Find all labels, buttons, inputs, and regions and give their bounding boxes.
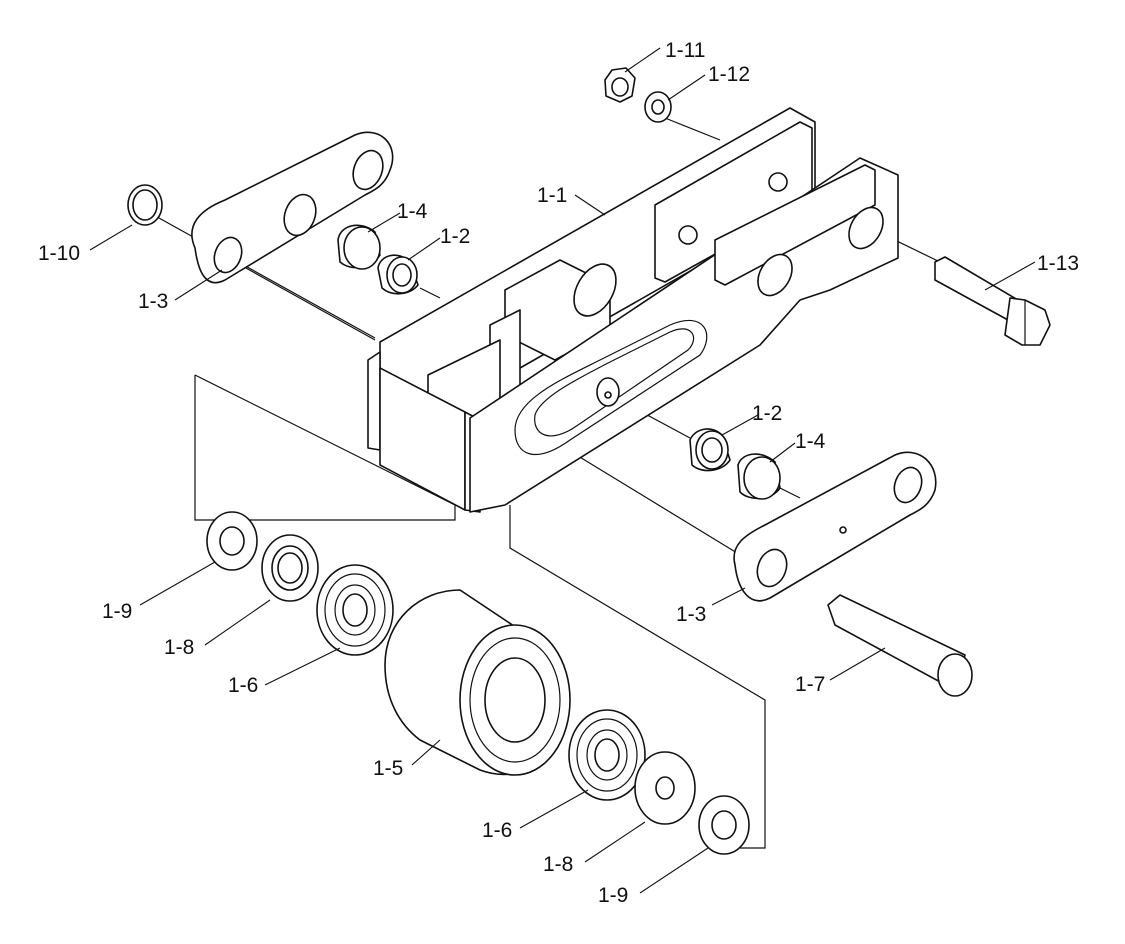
callout-1-10: 1-10 (38, 242, 80, 265)
part-link-plate-upper (191, 131, 394, 284)
callout-1-2-upper: 1-2 (440, 225, 470, 248)
callout-1-9-right: 1-9 (598, 884, 628, 907)
callout-1-2-lower: 1-2 (752, 402, 782, 425)
part-snap-ring (127, 184, 163, 226)
part-sleeve-lower (737, 453, 781, 500)
assembly-guide-lines (149, 117, 941, 849)
part-bushing-upper (377, 254, 419, 295)
callout-1-5: 1-5 (373, 757, 403, 780)
callout-1-9-left: 1-9 (102, 600, 132, 623)
part-washer-left (206, 511, 258, 571)
part-sleeve-upper (337, 224, 381, 270)
callout-1-8-right: 1-8 (543, 853, 573, 876)
part-frame (367, 107, 899, 513)
callout-1-7: 1-7 (795, 673, 825, 696)
callout-1-13: 1-13 (1037, 252, 1079, 275)
callout-1-3-upper: 1-3 (138, 290, 168, 313)
callout-1-6-right: 1-6 (482, 819, 512, 842)
callout-1-3-lower: 1-3 (676, 603, 706, 626)
part-washer-small (644, 91, 672, 123)
callout-1-12: 1-12 (708, 63, 750, 86)
callout-1-4-upper: 1-4 (397, 200, 428, 223)
part-bolt (934, 256, 1051, 346)
part-nut (604, 67, 636, 103)
callout-1-11: 1-11 (665, 39, 705, 62)
callout-1-1: 1-1 (537, 184, 567, 207)
part-bearing-left (316, 564, 394, 656)
callout-1-4-lower: 1-4 (795, 430, 826, 453)
part-bushing-lower (689, 428, 731, 472)
part-washer-right (698, 795, 750, 855)
callout-labels: 1-11 1-12 1-1 1-4 1-2 1-10 1-3 1-13 1-2 … (38, 39, 1079, 907)
callout-1-6-left: 1-6 (228, 674, 258, 697)
leader-lines (89, 47, 1036, 894)
part-bearing-right (568, 709, 646, 801)
part-shaft (827, 594, 973, 697)
callout-1-8-left: 1-8 (164, 636, 194, 659)
part-roller (384, 589, 571, 776)
part-spacer-right (634, 751, 696, 825)
part-link-plate-lower (733, 451, 937, 602)
part-spacer-left (261, 534, 319, 602)
